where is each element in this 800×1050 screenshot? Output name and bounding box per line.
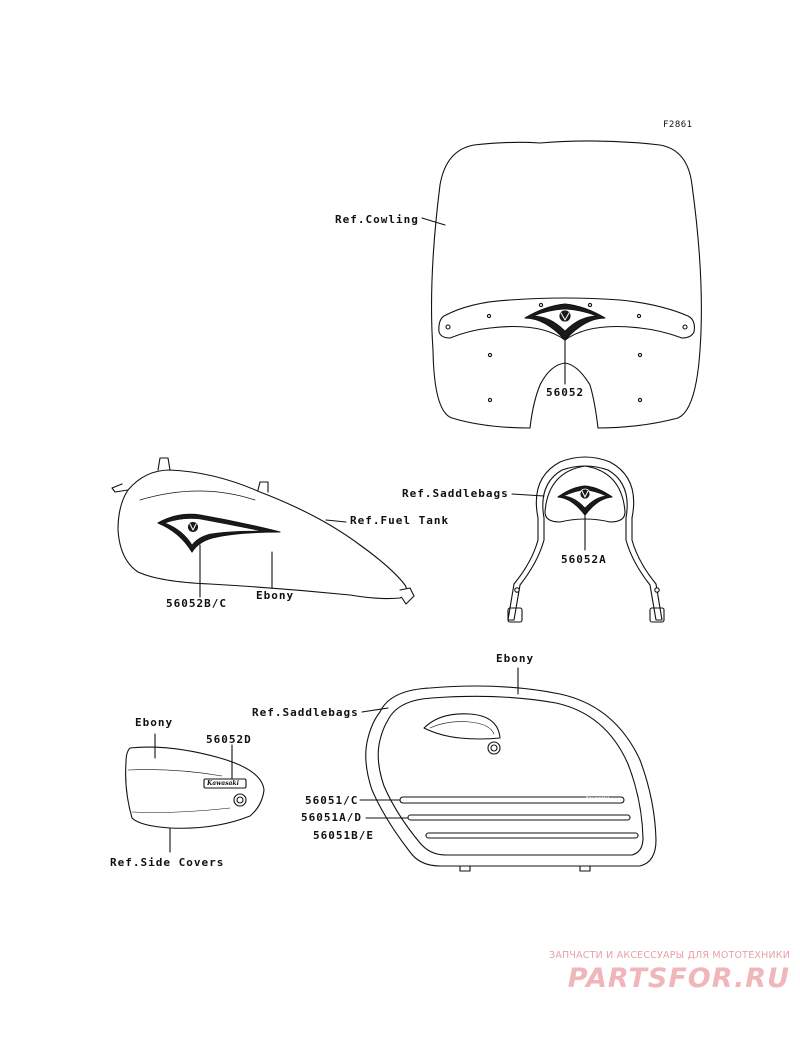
windshield-outline — [430, 140, 702, 429]
fuel-tank-cap — [157, 457, 171, 471]
watermark-logo: PARTSFOR.RU — [567, 963, 790, 994]
fuel-tank-outline — [117, 469, 408, 600]
fuel-tank-front-bracket — [111, 483, 129, 493]
side-cover-outline — [125, 746, 265, 829]
saddlebag-foot-left — [459, 865, 471, 872]
saddlebag-lock — [487, 741, 501, 755]
windshield-bolts — [445, 302, 688, 403]
label-56051be: 56051B/E — [313, 829, 374, 842]
fuel-tank-group — [111, 457, 415, 605]
side-cover-emblem-56052d — [203, 778, 247, 789]
saddlebag-stripe-56051ad — [407, 814, 631, 821]
label-ebony-tank: Ebony — [256, 589, 295, 602]
saddlebag-group — [359, 667, 657, 872]
label-56052a: 56052A — [561, 553, 607, 566]
fuel-tank-tab — [257, 481, 269, 493]
side-cover-grommet — [233, 793, 247, 807]
label-56051ad: 56051A/D — [301, 811, 362, 824]
fuel-tank-rear-mount — [399, 587, 415, 605]
leader-ref-saddlebags-top — [511, 493, 545, 497]
saddlebag-handle-shade — [429, 721, 495, 735]
label-ref-saddlebags-bottom: Ref.Saddlebags — [252, 706, 359, 719]
windshield-mount-bracket — [438, 297, 695, 341]
side-cover-group — [125, 733, 265, 853]
label-ebony-cover: Ebony — [135, 716, 174, 729]
label-ref-cowling: Ref.Cowling — [335, 213, 419, 226]
saddlebag-outer — [365, 685, 657, 867]
emblem-56052bc — [157, 513, 281, 553]
saddlebag-stripe-text: Kawasaki — [586, 796, 611, 802]
label-56052bc: 56052B/C — [166, 597, 227, 610]
emblem-56052a — [557, 485, 613, 516]
saddlebag-handle — [423, 713, 501, 740]
backrest-foot-left — [507, 607, 523, 623]
backrest-group — [507, 456, 665, 623]
saddlebag-inner — [377, 695, 644, 856]
watermark-tagline: ЗАПЧАСТИ И АКСЕССУАРЫ ДЛЯ МОТОТЕХНИКИ — [549, 950, 790, 961]
leader-ref-fuel-tank — [325, 519, 347, 523]
label-56052: 56052 — [546, 386, 585, 399]
backrest-pad — [544, 465, 626, 523]
watermark: ЗАПЧАСТИ И АКСЕССУАРЫ ДЛЯ МОТОТЕХНИКИ PA… — [490, 950, 790, 994]
windshield-group — [421, 140, 702, 429]
label-56051c: 56051/C — [305, 794, 359, 807]
label-ebony-saddlebag: Ebony — [496, 652, 535, 665]
fuel-tank-highlight — [139, 490, 256, 501]
backrest-frame-left — [507, 456, 663, 621]
label-ref-saddlebags-top: Ref.Saddlebags — [402, 487, 509, 500]
label-ref-side-covers: Ref.Side Covers — [110, 856, 225, 869]
leader-ref-saddlebags-bottom — [361, 707, 389, 713]
side-cover-shade — [127, 769, 223, 777]
emblem-56052 — [524, 303, 606, 341]
side-cover-logo-text: Kawasaki — [207, 780, 239, 787]
leader-ref-cowling — [421, 217, 446, 226]
side-cover-shade-lower — [131, 807, 231, 813]
saddlebag-foot-right — [579, 865, 591, 872]
label-56052d: 56052D — [206, 733, 252, 746]
saddlebag-stripe-56051be — [425, 832, 639, 839]
backrest-foot-right — [649, 607, 665, 623]
figure-id: F2861 — [663, 120, 693, 130]
label-ref-fuel-tank: Ref.Fuel Tank — [350, 514, 450, 527]
